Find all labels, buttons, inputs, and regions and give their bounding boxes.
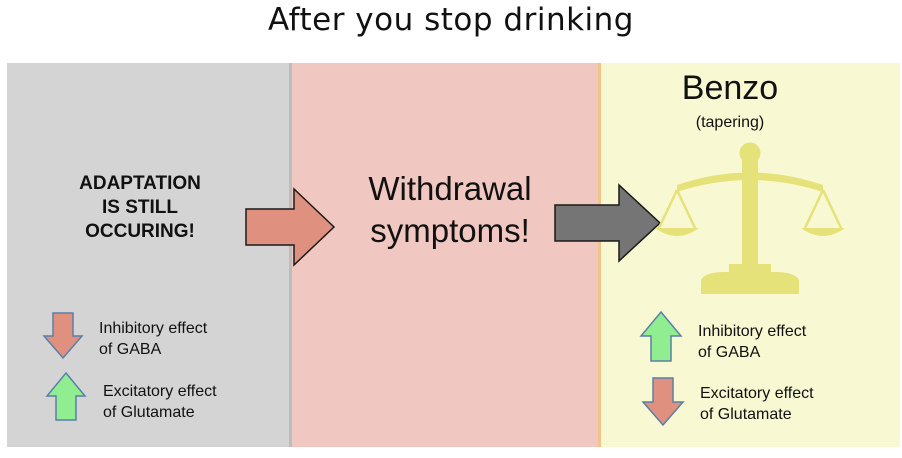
down-arrow-icon — [641, 377, 685, 427]
up-arrow-icon — [45, 371, 87, 421]
right-arrow-icon — [554, 183, 662, 263]
adaptation-heading: ADAPTATION IS STILL OCCURING! — [40, 172, 240, 244]
excitatory-label: Excitatory effect of Glutamate — [103, 383, 217, 421]
inhibitory-label: Inhibitory effect of GABA — [99, 320, 208, 358]
withdrawal-panel — [291, 63, 599, 447]
withdrawal-heading: Withdrawal symptoms! — [330, 168, 570, 252]
page-title: After you stop drinking — [268, 2, 634, 38]
right-arrow-icon — [245, 187, 336, 267]
withdrawal-line-1: Withdrawal — [368, 170, 532, 207]
withdrawal-line-2: symptoms! — [370, 212, 530, 249]
adaptation-panel — [7, 63, 291, 447]
panel-divider-right — [598, 63, 601, 447]
balance-scale-icon — [655, 142, 845, 294]
panel-divider-left — [289, 63, 292, 447]
adaptation-line-1: ADAPTATION — [79, 173, 201, 194]
benzo-subtitle: (tapering) — [695, 114, 765, 131]
benzo-title: Benzo — [681, 69, 779, 107]
down-arrow-icon — [42, 312, 84, 360]
up-arrow-icon — [639, 310, 683, 362]
excitatory-label: Excitatory effect of Glutamate — [700, 385, 814, 423]
inhibitory-label: Inhibitory effect of GABA — [698, 323, 807, 361]
adaptation-line-3: OCCURING! — [85, 221, 195, 242]
adaptation-line-2: IS STILL — [102, 197, 178, 218]
